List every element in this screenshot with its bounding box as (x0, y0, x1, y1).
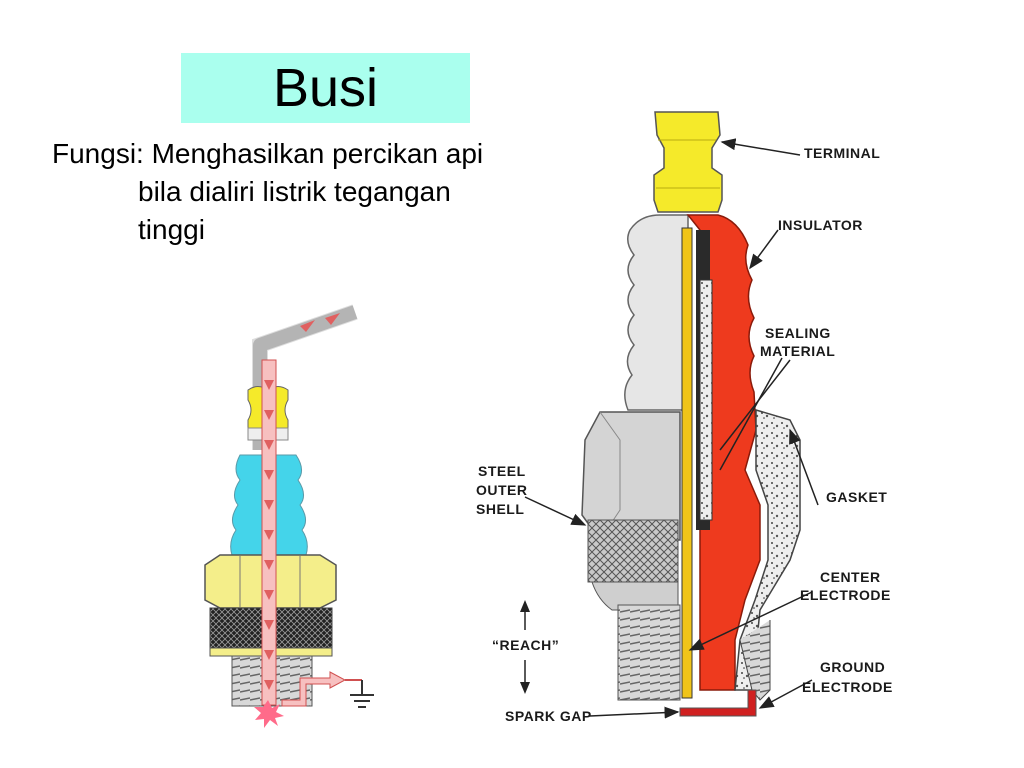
label-gasket: GASKET (826, 489, 887, 505)
label-ground-2: ELECTRODE (802, 679, 893, 695)
label-reach: “REACH” (492, 637, 559, 653)
label-ground-1: GROUND (820, 659, 885, 675)
label-steel-3: SHELL (476, 501, 524, 517)
terminal-yellow (653, 111, 723, 213)
spark-icon (254, 700, 284, 728)
label-center-1: CENTER (820, 569, 881, 585)
label-steel-2: OUTER (476, 482, 528, 498)
description-line-3: tinggi (138, 214, 205, 245)
center-electrode-yellow (681, 227, 693, 699)
label-terminal: TERMINAL (804, 145, 880, 161)
label-center-2: ELECTRODE (800, 587, 891, 603)
current-arrow-icon (264, 313, 340, 690)
description-line-1: Fungsi: Menghasilkan percikan api (52, 138, 484, 169)
description-line-2: bila dialiri listrik tegangan (138, 176, 451, 207)
slide-title: Busi (272, 58, 379, 118)
function-description: Fungsi: Menghasilkan percikan api bila d… (52, 135, 592, 249)
label-sealing-2: MATERIAL (760, 343, 835, 359)
title-box: Busi (181, 53, 470, 123)
ground-electrode-red (679, 689, 757, 717)
label-steel-1: STEEL (478, 463, 526, 479)
label-sealing-1: SEALING (765, 325, 831, 341)
right-spark-plug (520, 111, 819, 719)
ground-symbol-icon (350, 680, 374, 708)
label-spark-gap: SPARK GAP (505, 708, 592, 724)
label-insulator: INSULATOR (778, 217, 863, 233)
left-spark-plug (204, 304, 374, 728)
